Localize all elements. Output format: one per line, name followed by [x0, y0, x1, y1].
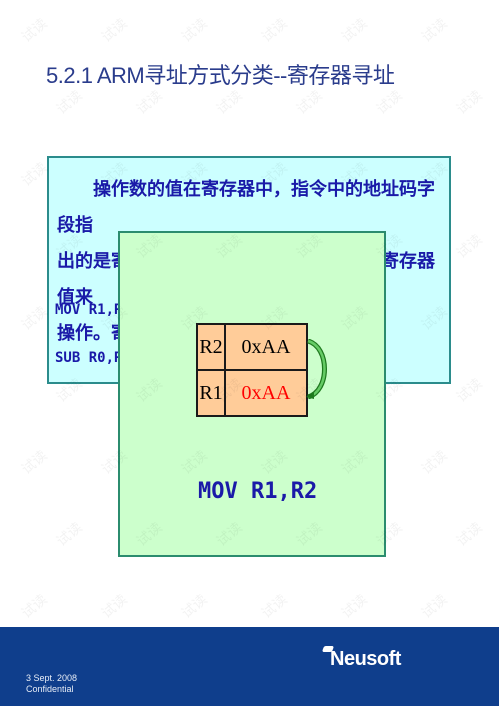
watermark-text: 试读 — [418, 591, 451, 622]
register-value-r2: 0xAA — [224, 323, 308, 371]
explanation-line-3: 操作。寄 — [57, 323, 129, 344]
explanation-line-1: 操作数的值在寄存器中，指令中的地址码字段指 — [57, 179, 435, 236]
watermark-text: 试读 — [18, 303, 51, 334]
footer-bar: 3 Sept. 2008 Confidential Neusoft — [0, 627, 499, 706]
watermark-text: 试读 — [453, 375, 486, 406]
code-line-mov: MOV R1,R — [55, 302, 123, 318]
slide-title: 5.2.1 ARM寻址方式分类--寄存器寻址 — [46, 63, 395, 88]
watermark-text: 试读 — [418, 447, 451, 478]
watermark-text: 试读 — [338, 591, 371, 622]
watermark-text: 试读 — [53, 519, 86, 550]
instruction-label: MOV R1,R2 — [198, 479, 318, 504]
watermark-text: 试读 — [453, 87, 486, 118]
register-diagram-panel: R2 0xAA R1 0xAA MOV R1,R2 — [118, 231, 386, 557]
watermark-text: 试读 — [258, 591, 291, 622]
watermark-text: 试读 — [18, 591, 51, 622]
watermark-text: 试读 — [178, 591, 211, 622]
watermark-text: 试读 — [418, 15, 451, 46]
copy-arrow-icon — [306, 339, 327, 399]
footer-confidential-line: Confidential — [26, 684, 74, 694]
watermark-text: 试读 — [18, 15, 51, 46]
watermark-text: 试读 — [53, 87, 86, 118]
watermark-text: 试读 — [453, 231, 486, 262]
watermark-text: 试读 — [213, 87, 246, 118]
watermark-text: 试读 — [293, 87, 326, 118]
brand-logo-text: Neusoft — [330, 648, 401, 670]
watermark-text: 试读 — [373, 87, 406, 118]
watermark-text: 试读 — [453, 519, 486, 550]
register-row-r1: R1 0xAA — [196, 369, 308, 417]
register-name-r1: R1 — [196, 369, 226, 417]
register-table: R2 0xAA R1 0xAA — [196, 323, 308, 417]
watermark-text: 试读 — [18, 447, 51, 478]
code-line-sub: SUB R0,R — [55, 350, 123, 366]
register-row-r2: R2 0xAA — [196, 323, 308, 371]
watermark-text: 试读 — [18, 159, 51, 190]
watermark-text: 试读 — [258, 15, 291, 46]
register-name-r2: R2 — [196, 323, 226, 371]
register-value-r1: 0xAA — [224, 369, 308, 417]
watermark-text: 试读 — [338, 15, 371, 46]
footer-date-line: 3 Sept. 2008 — [26, 673, 78, 683]
watermark-text: 试读 — [98, 15, 131, 46]
footer-date: 3 Sept. 2008 Confidential — [26, 673, 77, 695]
watermark-text: 试读 — [133, 87, 166, 118]
watermark-text: 试读 — [98, 591, 131, 622]
watermark-text: 试读 — [178, 15, 211, 46]
